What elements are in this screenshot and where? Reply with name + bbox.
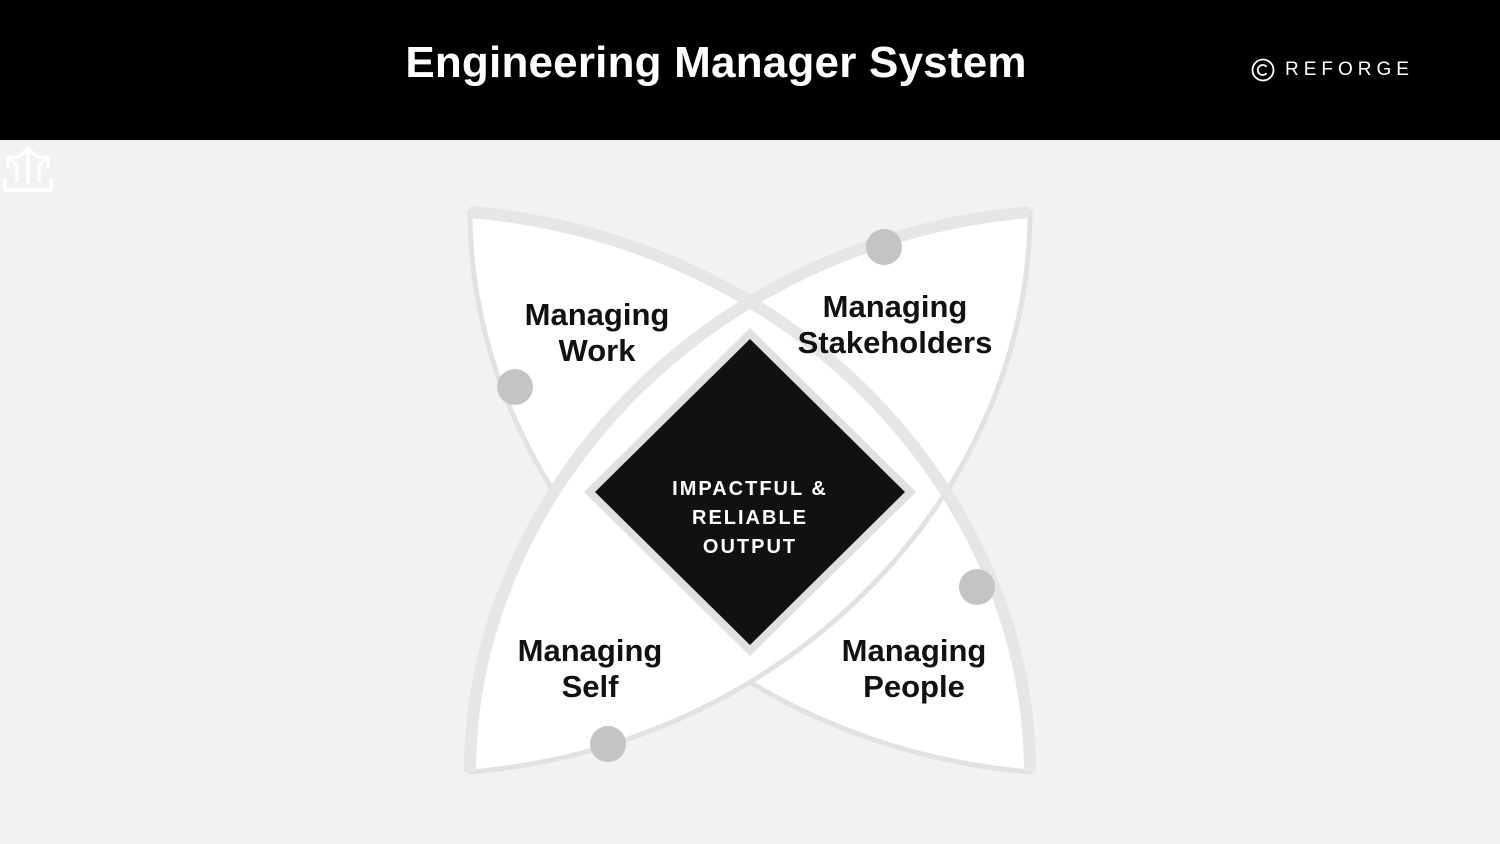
page-title: Engineering Manager System (405, 38, 1027, 87)
copyright-circle-icon (1251, 58, 1275, 82)
center-label-line: OUTPUT (702, 536, 798, 558)
orbit-dot (866, 229, 902, 265)
upward-arrows-icon (3, 145, 53, 192)
brand-logo: REFORGE (1251, 57, 1414, 83)
brand-name: REFORGE (1285, 59, 1414, 80)
petal-label-line: Stakeholders (797, 325, 993, 360)
petal-label-line: Managing (822, 289, 968, 324)
petal-label-line: People (863, 669, 965, 704)
petal-label-managing-work: Managing Work (467, 297, 727, 369)
center-diamond (595, 339, 905, 645)
petal-label-line: Managing (524, 297, 670, 332)
petal-label-managing-people: Managing People (784, 633, 1044, 705)
petal-label-line: Work (558, 333, 636, 368)
petal-label-managing-self: Managing Self (460, 633, 720, 705)
center-label-line: IMPACTFUL & (672, 478, 828, 500)
header-bar: Engineering Manager System REFORGE (0, 0, 1500, 140)
center-label-line: RELIABLE (692, 507, 808, 529)
petal-separator (469, 206, 1036, 773)
engineering-manager-diagram: IMPACTFUL & RELIABLE OUTPUT Managing Wor… (0, 140, 1500, 844)
petal-label-line: Managing (841, 633, 987, 668)
center-label: IMPACTFUL & RELIABLE OUTPUT (620, 475, 880, 562)
petal-label-line: Self (561, 669, 619, 704)
petal-label-line: Managing (517, 633, 663, 668)
orbit-dot (959, 569, 995, 605)
orbit-dot (590, 726, 626, 762)
petal-label-managing-stakeholders: Managing Stakeholders (765, 289, 1025, 361)
orbit-dot (497, 369, 533, 405)
diagram-shapes (464, 206, 1036, 775)
